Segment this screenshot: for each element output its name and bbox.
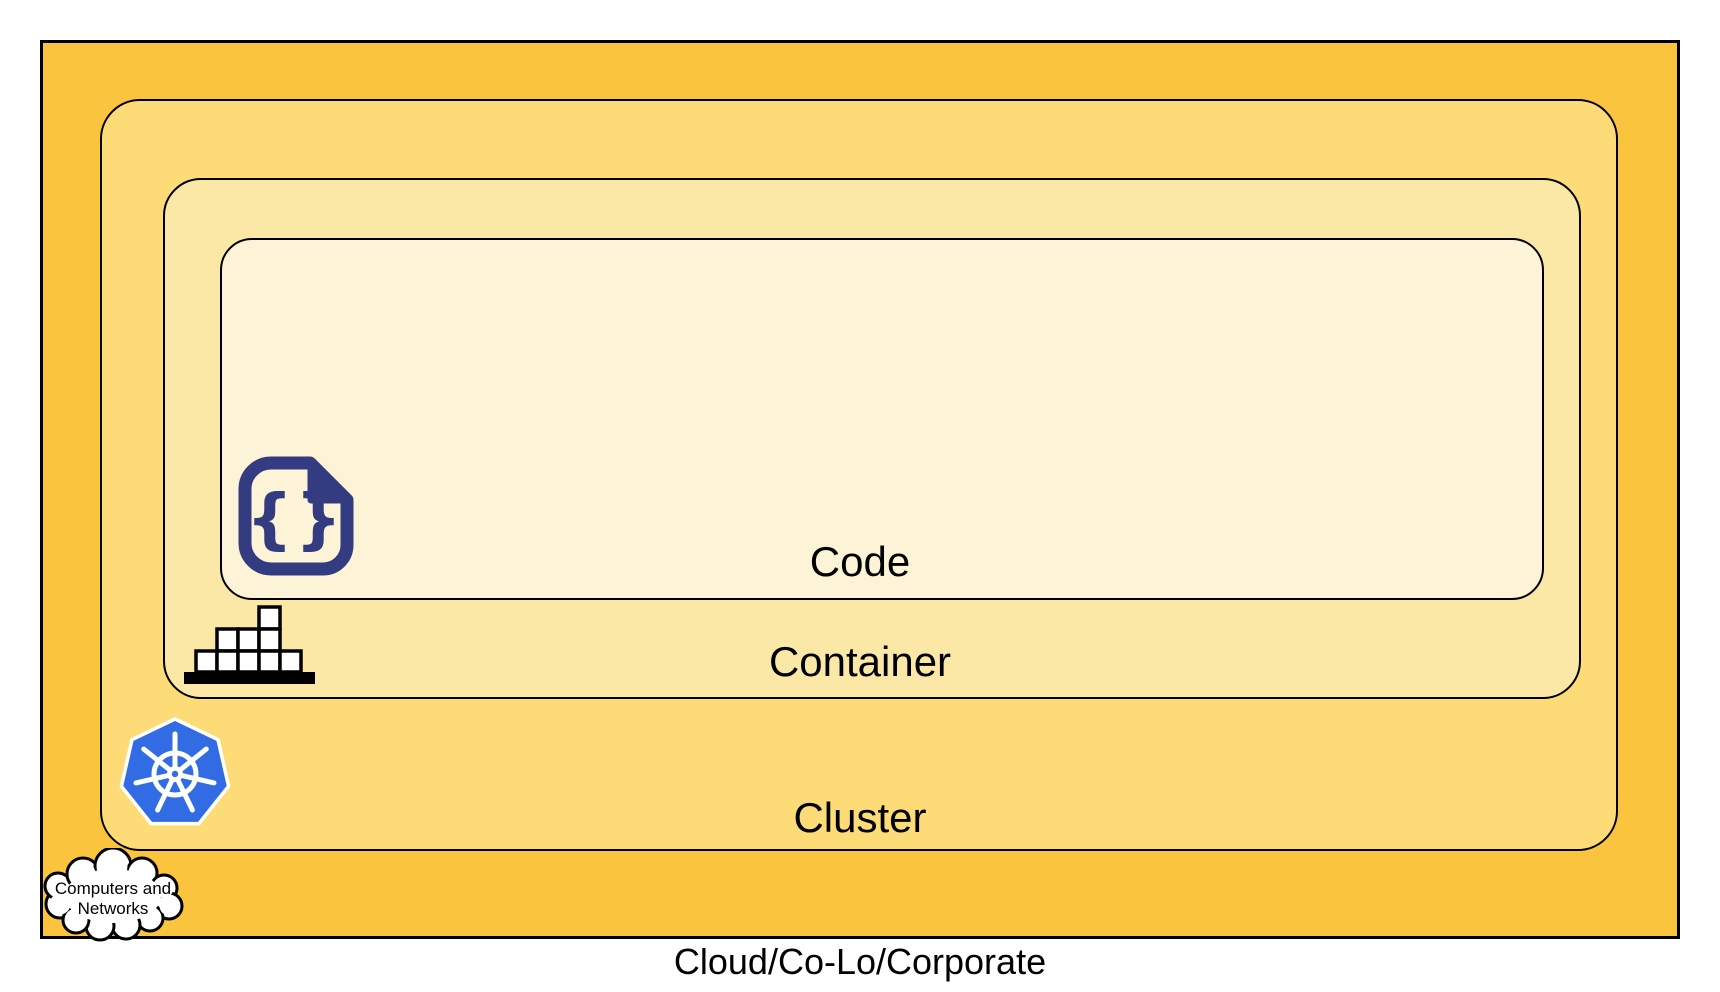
cloud-label-line2: Networks bbox=[78, 899, 149, 918]
cloud-label-line1: Computers and bbox=[55, 879, 171, 898]
cloud-fill-cover bbox=[48, 851, 179, 937]
container-stack-icon bbox=[184, 605, 315, 684]
code-file-icon: {} bbox=[238, 456, 354, 576]
code-file-outline bbox=[238, 456, 354, 576]
label-datacenter-line1: Cloud/Co-Lo/Corporate bbox=[673, 941, 1047, 982]
label-container: Container bbox=[768, 638, 952, 685]
cloud-icon: Computers and Networks bbox=[43, 848, 184, 942]
label-datacenter: Cloud/Co-Lo/Corporate Datacenter bbox=[0, 862, 1720, 992]
kubernetes-wheel-ring bbox=[151, 750, 199, 798]
container-base-bar bbox=[184, 672, 315, 684]
kubernetes-icon bbox=[119, 717, 231, 826]
code-file-fold bbox=[307, 461, 350, 504]
container-boxes bbox=[194, 605, 303, 674]
code-braces-glyph: {} bbox=[246, 480, 344, 557]
label-cluster: Cluster bbox=[793, 794, 927, 841]
layer-code bbox=[220, 238, 1544, 600]
label-code: Code bbox=[809, 538, 911, 585]
kubernetes-wheel-hub-hole bbox=[171, 770, 179, 778]
